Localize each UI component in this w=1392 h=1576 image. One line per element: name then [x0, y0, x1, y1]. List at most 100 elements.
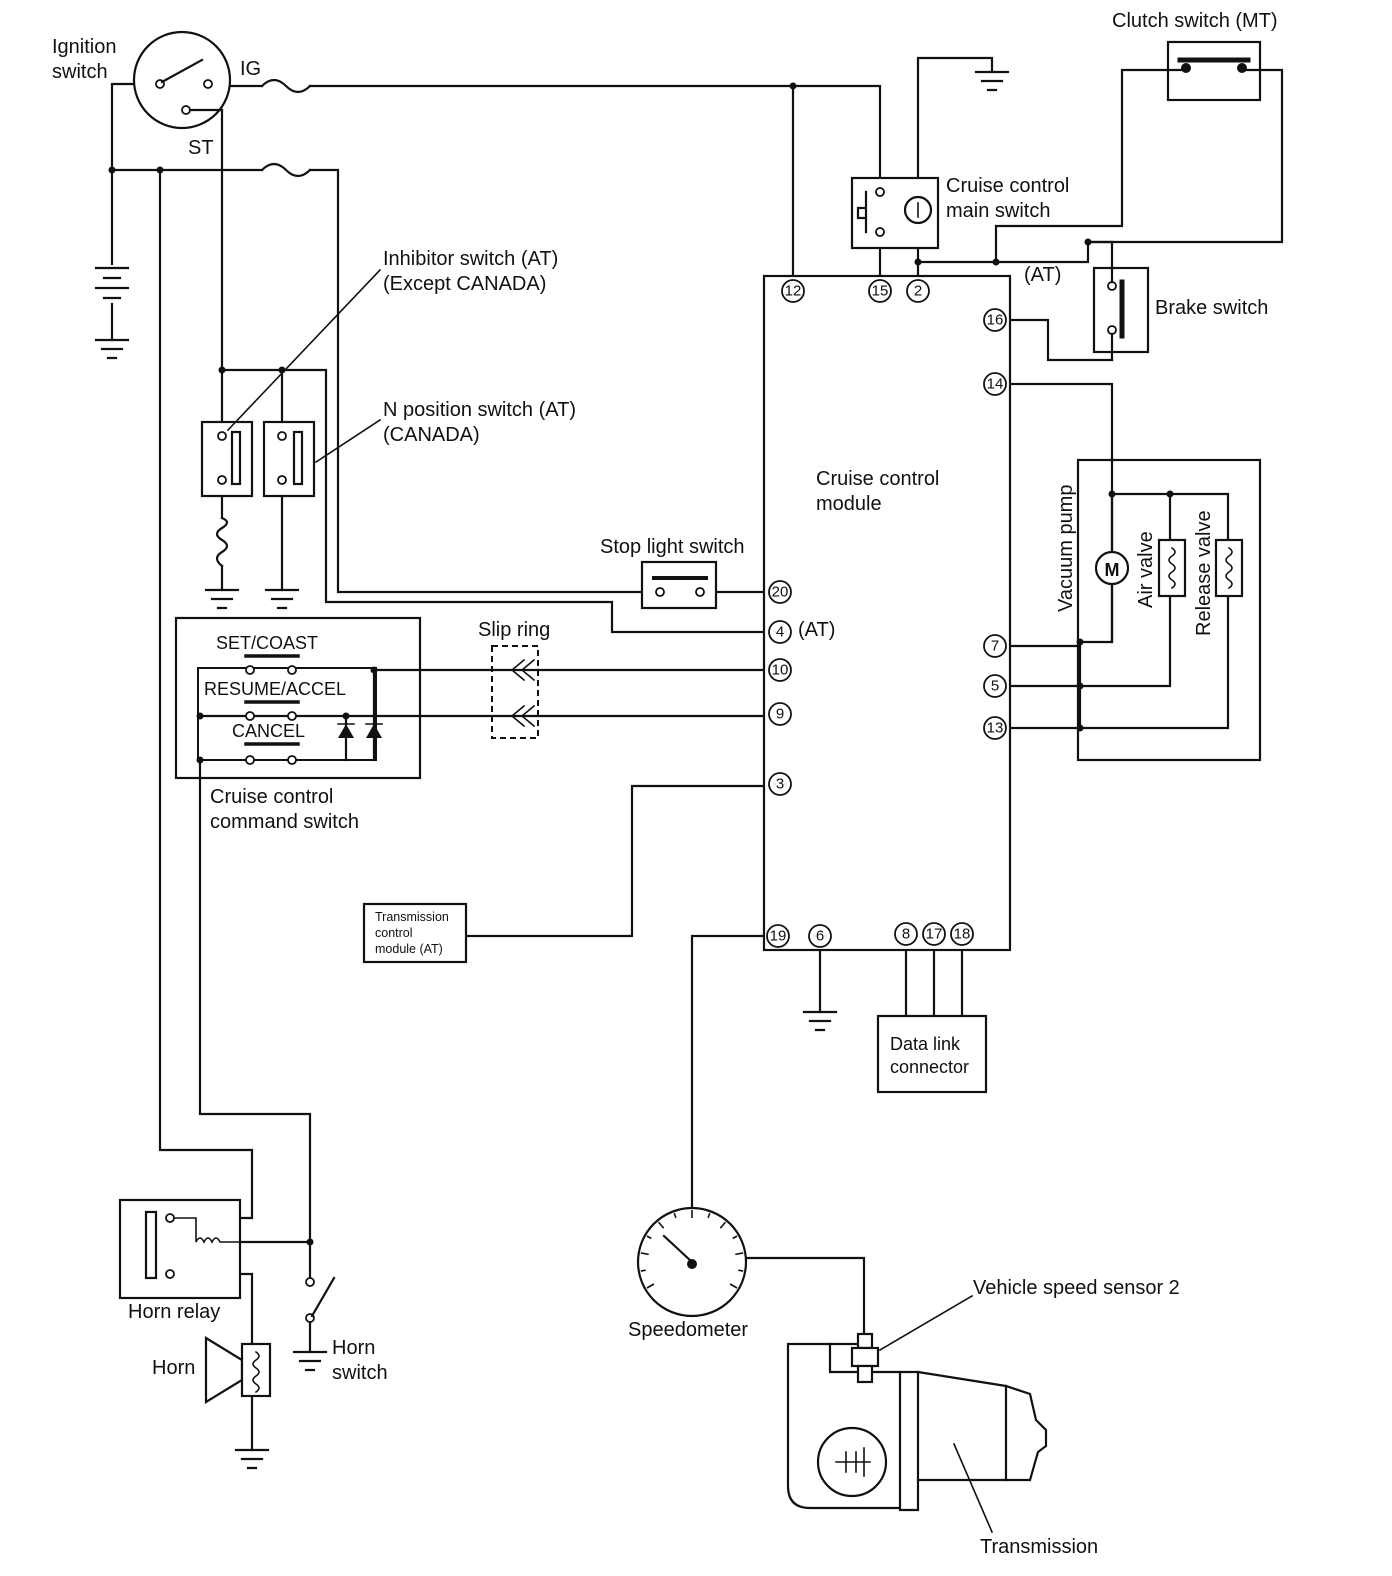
horn-relay: Horn relay — [118, 1198, 242, 1323]
speedometer-tick — [719, 1221, 727, 1229]
clutch-switch-label: Clutch switch (MT) — [1112, 10, 1278, 32]
pin-8: 8 — [894, 922, 918, 946]
speedometer-tick — [673, 1212, 677, 1219]
module-pins: 12 15 2 16 14 20 4 10 9 3 7 5 13 19 6 8 … — [766, 279, 1007, 948]
command-switch-label-1: Cruise control — [210, 786, 333, 808]
svg-text:3: 3 — [776, 776, 784, 793]
speedometer-tick — [732, 1235, 738, 1240]
inhibitor-label-1: Inhibitor switch (AT) — [383, 248, 558, 270]
ignition-label-2: switch — [52, 61, 108, 83]
pin-20: 20 — [768, 580, 792, 604]
vacuum-pump-block: M Vacuum pump Air valve Release valve — [1055, 458, 1262, 762]
pin-4: 4 — [768, 620, 792, 644]
pin-5: 5 — [983, 674, 1007, 698]
horn-icon: Horn — [152, 1336, 272, 1404]
pin-3: 3 — [768, 772, 792, 796]
svg-text:2: 2 — [914, 283, 922, 300]
speedometer-tick — [707, 1212, 711, 1219]
command-switch-label-2: command switch — [210, 811, 359, 833]
speedometer: Speedometer — [628, 1206, 748, 1341]
svg-text:17: 17 — [926, 926, 943, 943]
tcm-label-2: control — [375, 926, 413, 940]
n-position-label-1: N position switch (AT) — [383, 399, 576, 421]
cruise-control-module: Cruise control module — [762, 274, 1012, 952]
ignition-switch: Ignition switch IG ST — [52, 30, 261, 159]
pin4-at-label: (AT) — [798, 619, 835, 641]
transmission-label: Transmission — [980, 1536, 1098, 1558]
pin-17: 17 — [922, 922, 946, 946]
ig-label: IG — [240, 58, 261, 80]
pin-18: 18 — [950, 922, 974, 946]
horn-label: Horn — [152, 1357, 195, 1379]
svg-text:7: 7 — [991, 638, 999, 655]
inhibitor-switch: Inhibitor switch (AT) (Except CANADA) — [200, 248, 558, 568]
module-label-2: module — [816, 493, 882, 515]
junction-dots — [108, 82, 1092, 374]
ground-icon — [974, 70, 1010, 92]
transmission-label-group: Transmission — [952, 1442, 1098, 1558]
transmission-control-module: Transmission control module (AT) — [362, 902, 468, 964]
pin-9: 9 — [768, 702, 792, 726]
data-link-label-1: Data link — [890, 1034, 961, 1054]
svg-text:20: 20 — [772, 584, 789, 601]
motor-icon: M — [1105, 560, 1120, 580]
main-switch: Cruise control main switch — [850, 175, 1069, 250]
ground-icon — [292, 1350, 328, 1372]
main-switch-label-1: Cruise control — [946, 175, 1069, 197]
horn-relay-label: Horn relay — [128, 1301, 220, 1323]
svg-text:16: 16 — [987, 312, 1004, 329]
horn-switch: Horn switch — [305, 1238, 388, 1384]
speedometer-tick — [640, 1252, 649, 1256]
n-position-label-2: (CANADA) — [383, 424, 480, 446]
svg-text:8: 8 — [902, 926, 910, 943]
svg-text:4: 4 — [776, 624, 784, 641]
main-switch-label-2: main switch — [946, 200, 1050, 222]
speedometer-tick — [735, 1252, 744, 1256]
svg-text:6: 6 — [816, 928, 824, 945]
speedometer-label: Speedometer — [628, 1319, 748, 1341]
brake-switch: (AT) Brake switch — [1024, 240, 1268, 362]
pin-14: 14 — [983, 372, 1007, 396]
speedometer-tick — [646, 1283, 655, 1289]
wires — [110, 56, 1284, 1452]
svg-text:12: 12 — [785, 283, 802, 300]
transmission-drawing — [786, 1342, 1048, 1512]
resume-accel-label: RESUME/ACCEL — [204, 679, 346, 699]
ground-icon — [204, 588, 240, 610]
module-label-1: Cruise control — [816, 468, 939, 490]
svg-text:18: 18 — [954, 926, 971, 943]
speedometer-tick — [729, 1283, 738, 1289]
pin-13: 13 — [983, 716, 1007, 740]
brake-switch-label: Brake switch — [1155, 297, 1268, 319]
pin-10: 10 — [768, 658, 792, 682]
slip-ring-label: Slip ring — [478, 619, 550, 641]
pin-19: 19 — [766, 924, 790, 948]
tcm-label-1: Transmission — [375, 910, 449, 924]
svg-text:10: 10 — [772, 662, 789, 679]
n-position-switch: N position switch (AT) (CANADA) — [262, 399, 576, 498]
pin-6: 6 — [808, 924, 832, 948]
inhibitor-label-2: (Except CANADA) — [383, 273, 546, 295]
data-link-connector: Data link connector — [876, 1014, 988, 1094]
svg-text:13: 13 — [987, 720, 1004, 737]
cancel-label: CANCEL — [232, 721, 305, 741]
speedometer-tick — [657, 1221, 665, 1229]
horn-switch-label-2: switch — [332, 1362, 388, 1384]
ground-icon — [264, 588, 300, 610]
svg-text:15: 15 — [872, 283, 889, 300]
clutch-switch: Clutch switch (MT) — [1112, 10, 1278, 102]
brake-at-label: (AT) — [1024, 264, 1061, 286]
stop-light-label: Stop light switch — [600, 536, 745, 558]
horn-switch-label-1: Horn — [332, 1337, 375, 1359]
svg-text:19: 19 — [770, 928, 787, 945]
release-valve-label: Release valve — [1193, 510, 1215, 636]
set-coast-label: SET/COAST — [216, 633, 318, 653]
ground-symbols — [94, 70, 1010, 1470]
air-valve-label: Air valve — [1135, 531, 1157, 608]
speedometer-tick — [640, 1269, 646, 1272]
battery-icon — [94, 266, 130, 300]
svg-text:9: 9 — [776, 706, 784, 723]
slip-ring: Slip ring — [478, 619, 550, 739]
vehicle-speed-sensor: Vehicle speed sensor 2 — [850, 1277, 1180, 1384]
pin-12: 12 — [781, 279, 805, 303]
